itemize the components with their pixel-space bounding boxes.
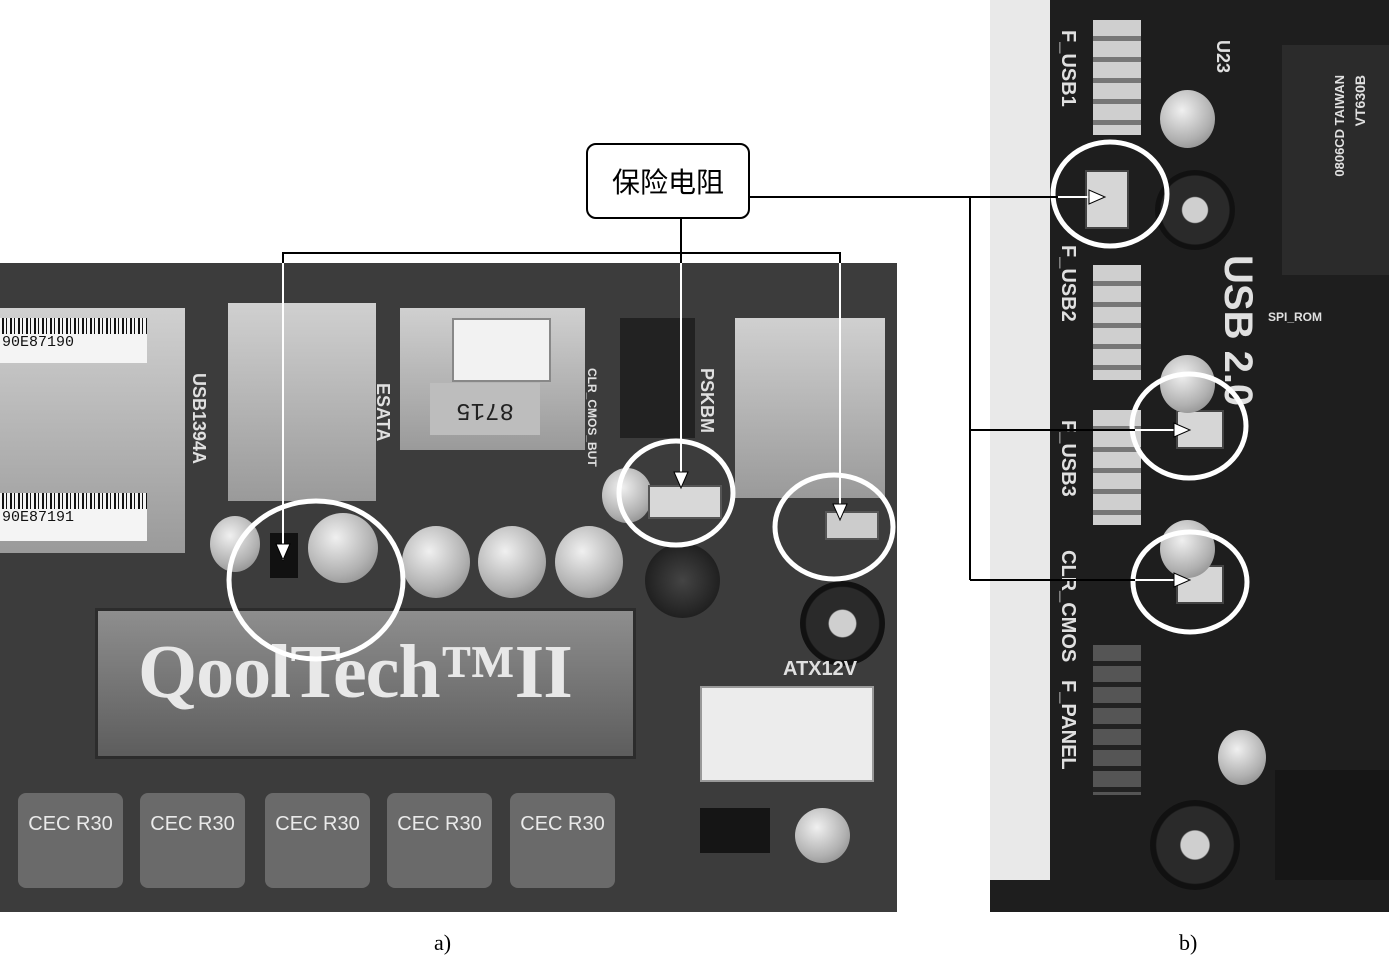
debug-display: [1275, 770, 1389, 880]
label-spi-rom: SPI_ROM: [1268, 310, 1323, 324]
arrowhead-b3: [1173, 572, 1192, 588]
capacitor: [1160, 90, 1215, 148]
board-edge: [990, 0, 1050, 880]
label-f-usb1: F_USB1: [1057, 30, 1079, 107]
capacitor: [1160, 355, 1215, 413]
motherboard-photo-a: 90E87190 90E87191 USB1394A ESATA 8715 CL…: [0, 263, 897, 912]
label-usb1394a: USB1394A: [189, 373, 209, 465]
screw-hole: [1150, 800, 1240, 890]
label-clr-cmos-but: CLR_CMOS_BUT: [585, 368, 599, 467]
caption-b: b): [1179, 930, 1198, 955]
label-f-usb3: F_USB3: [1057, 420, 1079, 497]
arrowhead-a3: [832, 503, 848, 522]
inductor: CEC R30: [140, 793, 245, 888]
fuse-resistor-a2: [648, 485, 722, 519]
inductor: CEC R30: [510, 793, 615, 888]
f-usb2-header: [1093, 265, 1141, 380]
inductor: CEC R30: [265, 793, 370, 888]
label-f-panel: F_PANEL: [1057, 680, 1079, 770]
caption-a: a): [434, 930, 452, 955]
capacitor: [1218, 730, 1266, 785]
capacitor: [478, 526, 546, 598]
inductor: CEC R30: [387, 793, 492, 888]
highlight-circle-b2: [1129, 371, 1249, 481]
highlight-circle-a2: [616, 438, 736, 548]
arrowhead-a1: [275, 543, 291, 562]
arrowhead-a2: [673, 471, 689, 490]
label-f-usb2: F_USB2: [1057, 245, 1079, 322]
inductor-label: CEC R30: [397, 813, 482, 835]
inductor-label: CEC R30: [28, 813, 113, 835]
label-u23: U23: [1213, 40, 1233, 74]
barcode-label-top: 90E87190: [0, 318, 147, 363]
highlight-circle-a3: [772, 472, 896, 582]
inductor-label: CEC R30: [520, 813, 605, 835]
highlight-circle-b1: [1050, 139, 1170, 249]
capacitor: [308, 513, 378, 583]
esata-port: 8715: [400, 308, 585, 450]
capacitor-large: [645, 543, 720, 618]
capacitor: [402, 526, 470, 598]
f-panel-header: [1093, 645, 1141, 795]
highlight-circle-a1: [226, 498, 406, 662]
barcode-text-bottom: 90E87191: [2, 509, 75, 526]
callout-fuse-resistor: 保险电阻: [586, 143, 750, 219]
highlight-circle-b3: [1130, 529, 1250, 635]
chipset: VT630B 0806CD TAIWAN: [1282, 45, 1389, 275]
barcode-label-bottom: 90E87191: [0, 493, 147, 541]
atx12v-connector: [700, 686, 874, 782]
ps2-port: [620, 318, 695, 438]
usb1394-port: [228, 303, 376, 501]
f-usb1-header: [1093, 20, 1141, 135]
arrowhead-b2: [1173, 422, 1192, 438]
label-atx12v: ATX12V: [783, 658, 858, 680]
callout-label: 保险电阻: [611, 166, 724, 199]
barcode-text-top: 90E87190: [2, 334, 75, 351]
inductor: CEC R30: [18, 793, 123, 888]
heatsink-qooltech: QoolTech™II: [95, 608, 636, 759]
screw-hole: [800, 581, 885, 666]
label-usb20: USB 2.0: [1216, 255, 1260, 407]
inductor-label: CEC R30: [275, 813, 360, 835]
label-pskbm: PSKBM: [697, 368, 717, 434]
label-clr-cmos: CLR_CMOS: [1057, 550, 1079, 663]
heatsink-brand: QoolTech™II: [138, 630, 573, 714]
ic-chip: [700, 808, 770, 853]
arrowhead-b1: [1088, 189, 1107, 205]
label-esata: ESATA: [373, 383, 393, 442]
usb-port-right: [735, 318, 885, 498]
inductor-label: CEC R30: [150, 813, 235, 835]
capacitor: [555, 526, 623, 598]
capacitor: [602, 468, 652, 523]
capacitor: [795, 808, 850, 863]
fuse-resistor-a3: [825, 511, 879, 540]
